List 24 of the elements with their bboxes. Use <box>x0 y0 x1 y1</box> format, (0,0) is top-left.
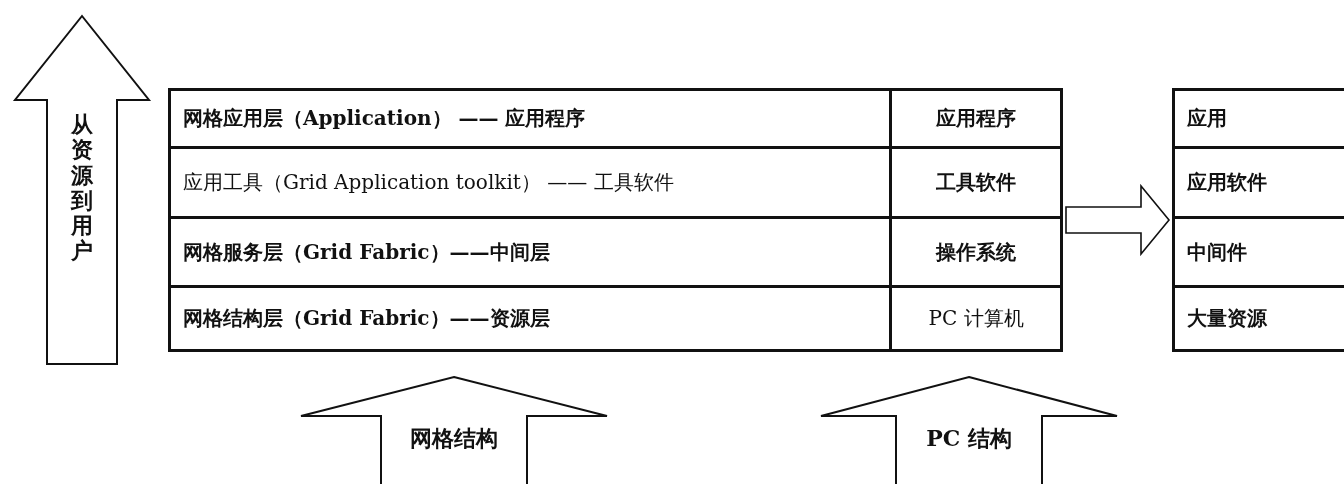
cell-text: 网格服务层（Grid Fabric）——中间层 <box>183 238 550 266</box>
cell-text: 网格应用层（Application） —— 应用程序 <box>183 105 586 132</box>
cell-text: 大量资源 <box>1187 305 1267 332</box>
cell-text: 应用软件 <box>1187 169 1267 196</box>
table-cell <box>889 219 1060 288</box>
cell-text: 操作系统 <box>936 238 1016 266</box>
table-cell <box>889 149 1060 219</box>
cell-text: 网格结构层（Grid Fabric）——资源层 <box>183 305 550 332</box>
arrow-label: 网格结构 <box>410 424 498 453</box>
cell-text: 应用 <box>1187 105 1227 132</box>
cell-text: 工具软件 <box>936 169 1016 196</box>
arrow-label: PC 结构 <box>926 424 1012 453</box>
block-arrow <box>14 15 150 362</box>
cell-text: 应用工具（Grid Application toolkit） —— 工具软件 <box>183 169 674 196</box>
cell-text: PC 计算机 <box>928 305 1024 332</box>
block-arrow <box>820 376 1118 484</box>
block-arrow <box>300 376 608 484</box>
arrow-label: 从资源到用户 <box>71 112 93 264</box>
cell-text: 应用程序 <box>936 105 1016 132</box>
cell-text: 中间件 <box>1187 238 1247 266</box>
layer-table <box>1172 88 1344 352</box>
block-arrow <box>1065 183 1171 257</box>
table-cell <box>889 91 1060 149</box>
layer-table <box>168 88 1063 352</box>
